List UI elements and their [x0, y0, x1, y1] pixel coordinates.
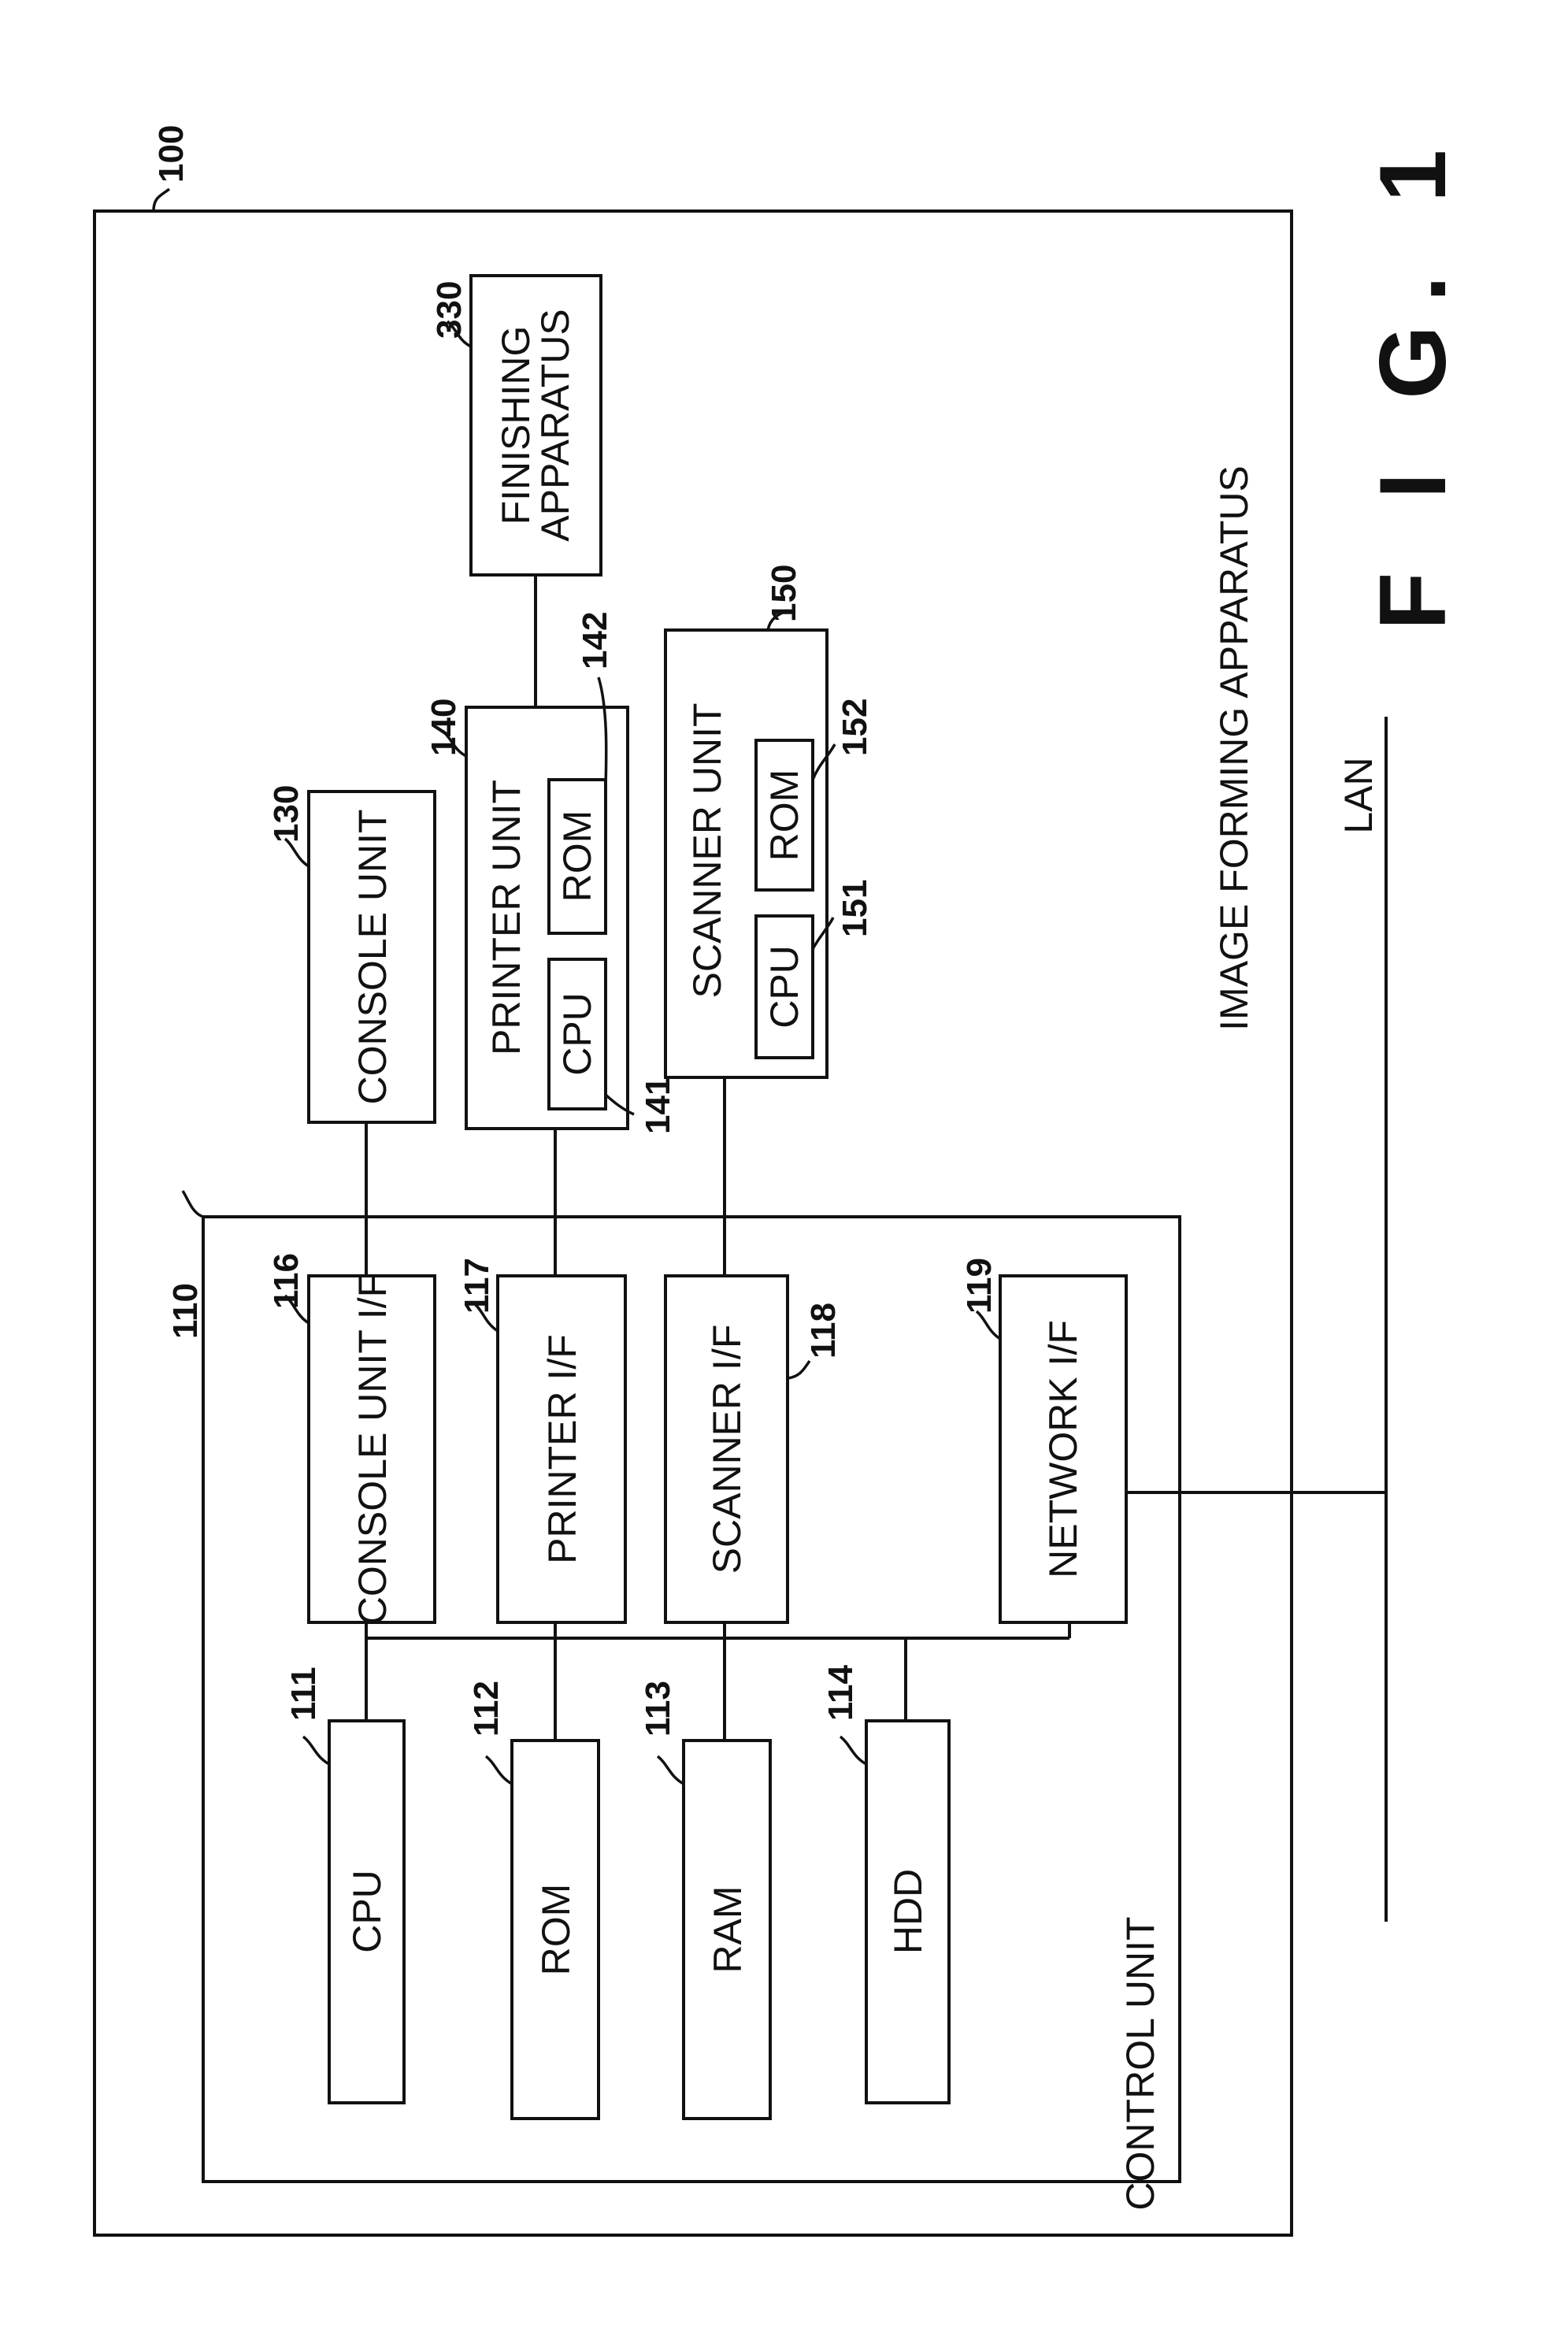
printer-rom-label: ROM: [555, 810, 599, 903]
control-unit-label: CONTROL UNIT: [1118, 1916, 1162, 2210]
scanner-rom-label: ROM: [762, 769, 806, 862]
ref-114: 114: [821, 1664, 860, 1721]
printer-unit-label: PRINTER UNIT: [484, 780, 528, 1055]
hdd-label: HDD: [886, 1869, 930, 1954]
scanner-cpu-label: CPU: [762, 945, 806, 1029]
leader-112: [486, 1756, 512, 1784]
ref-142: 142: [576, 612, 614, 669]
leader-111: [303, 1737, 329, 1764]
finishing-apparatus-label-line2: APPARATUS: [533, 309, 577, 541]
ref-141: 141: [639, 1077, 677, 1134]
ram-label: RAM: [706, 1885, 750, 1973]
printer-if-label: PRINTER I/F: [540, 1334, 584, 1564]
scanner-if-label: SCANNER I/F: [705, 1325, 749, 1574]
ref-112: 112: [467, 1681, 506, 1737]
ref-140: 140: [424, 699, 463, 756]
console-unit-label: CONSOLE UNIT: [350, 809, 395, 1104]
ref-130: 130: [267, 785, 306, 843]
leader-100: [154, 189, 169, 211]
ref-150: 150: [765, 565, 803, 622]
console-unit-if-label: CONSOLE UNIT I/F: [350, 1274, 395, 1625]
leader-118: [788, 1361, 810, 1378]
ref-152: 152: [836, 699, 874, 756]
cpu-label: CPU: [345, 1870, 389, 1953]
printer-cpu-label: CPU: [555, 992, 599, 1076]
leader-114: [840, 1737, 866, 1764]
image-forming-apparatus-label: IMAGE FORMING APPARATUS: [1212, 465, 1256, 1031]
finishing-apparatus-label-line1: FINISHING: [494, 326, 538, 525]
scanner-unit-label: SCANNER UNIT: [685, 703, 729, 998]
rom-label: ROM: [534, 1884, 578, 1976]
ref-117: 117: [458, 1258, 496, 1314]
leader-113: [658, 1756, 684, 1784]
ref-100: 100: [152, 125, 191, 183]
ref-111: 111: [284, 1667, 323, 1721]
leader-110: [183, 1191, 203, 1217]
leader-119: [977, 1311, 1000, 1339]
ref-116: 116: [267, 1253, 306, 1309]
ref-330: 330: [430, 281, 469, 339]
figure-caption: F I G. 1: [1360, 126, 1466, 630]
lan-label: LAN: [1336, 757, 1381, 833]
ref-110: 110: [166, 1283, 205, 1339]
network-if-label: NETWORK I/F: [1041, 1320, 1085, 1578]
ref-119: 119: [960, 1258, 999, 1314]
ref-113: 113: [639, 1681, 677, 1737]
ref-151: 151: [836, 880, 874, 937]
ref-118: 118: [804, 1303, 843, 1359]
